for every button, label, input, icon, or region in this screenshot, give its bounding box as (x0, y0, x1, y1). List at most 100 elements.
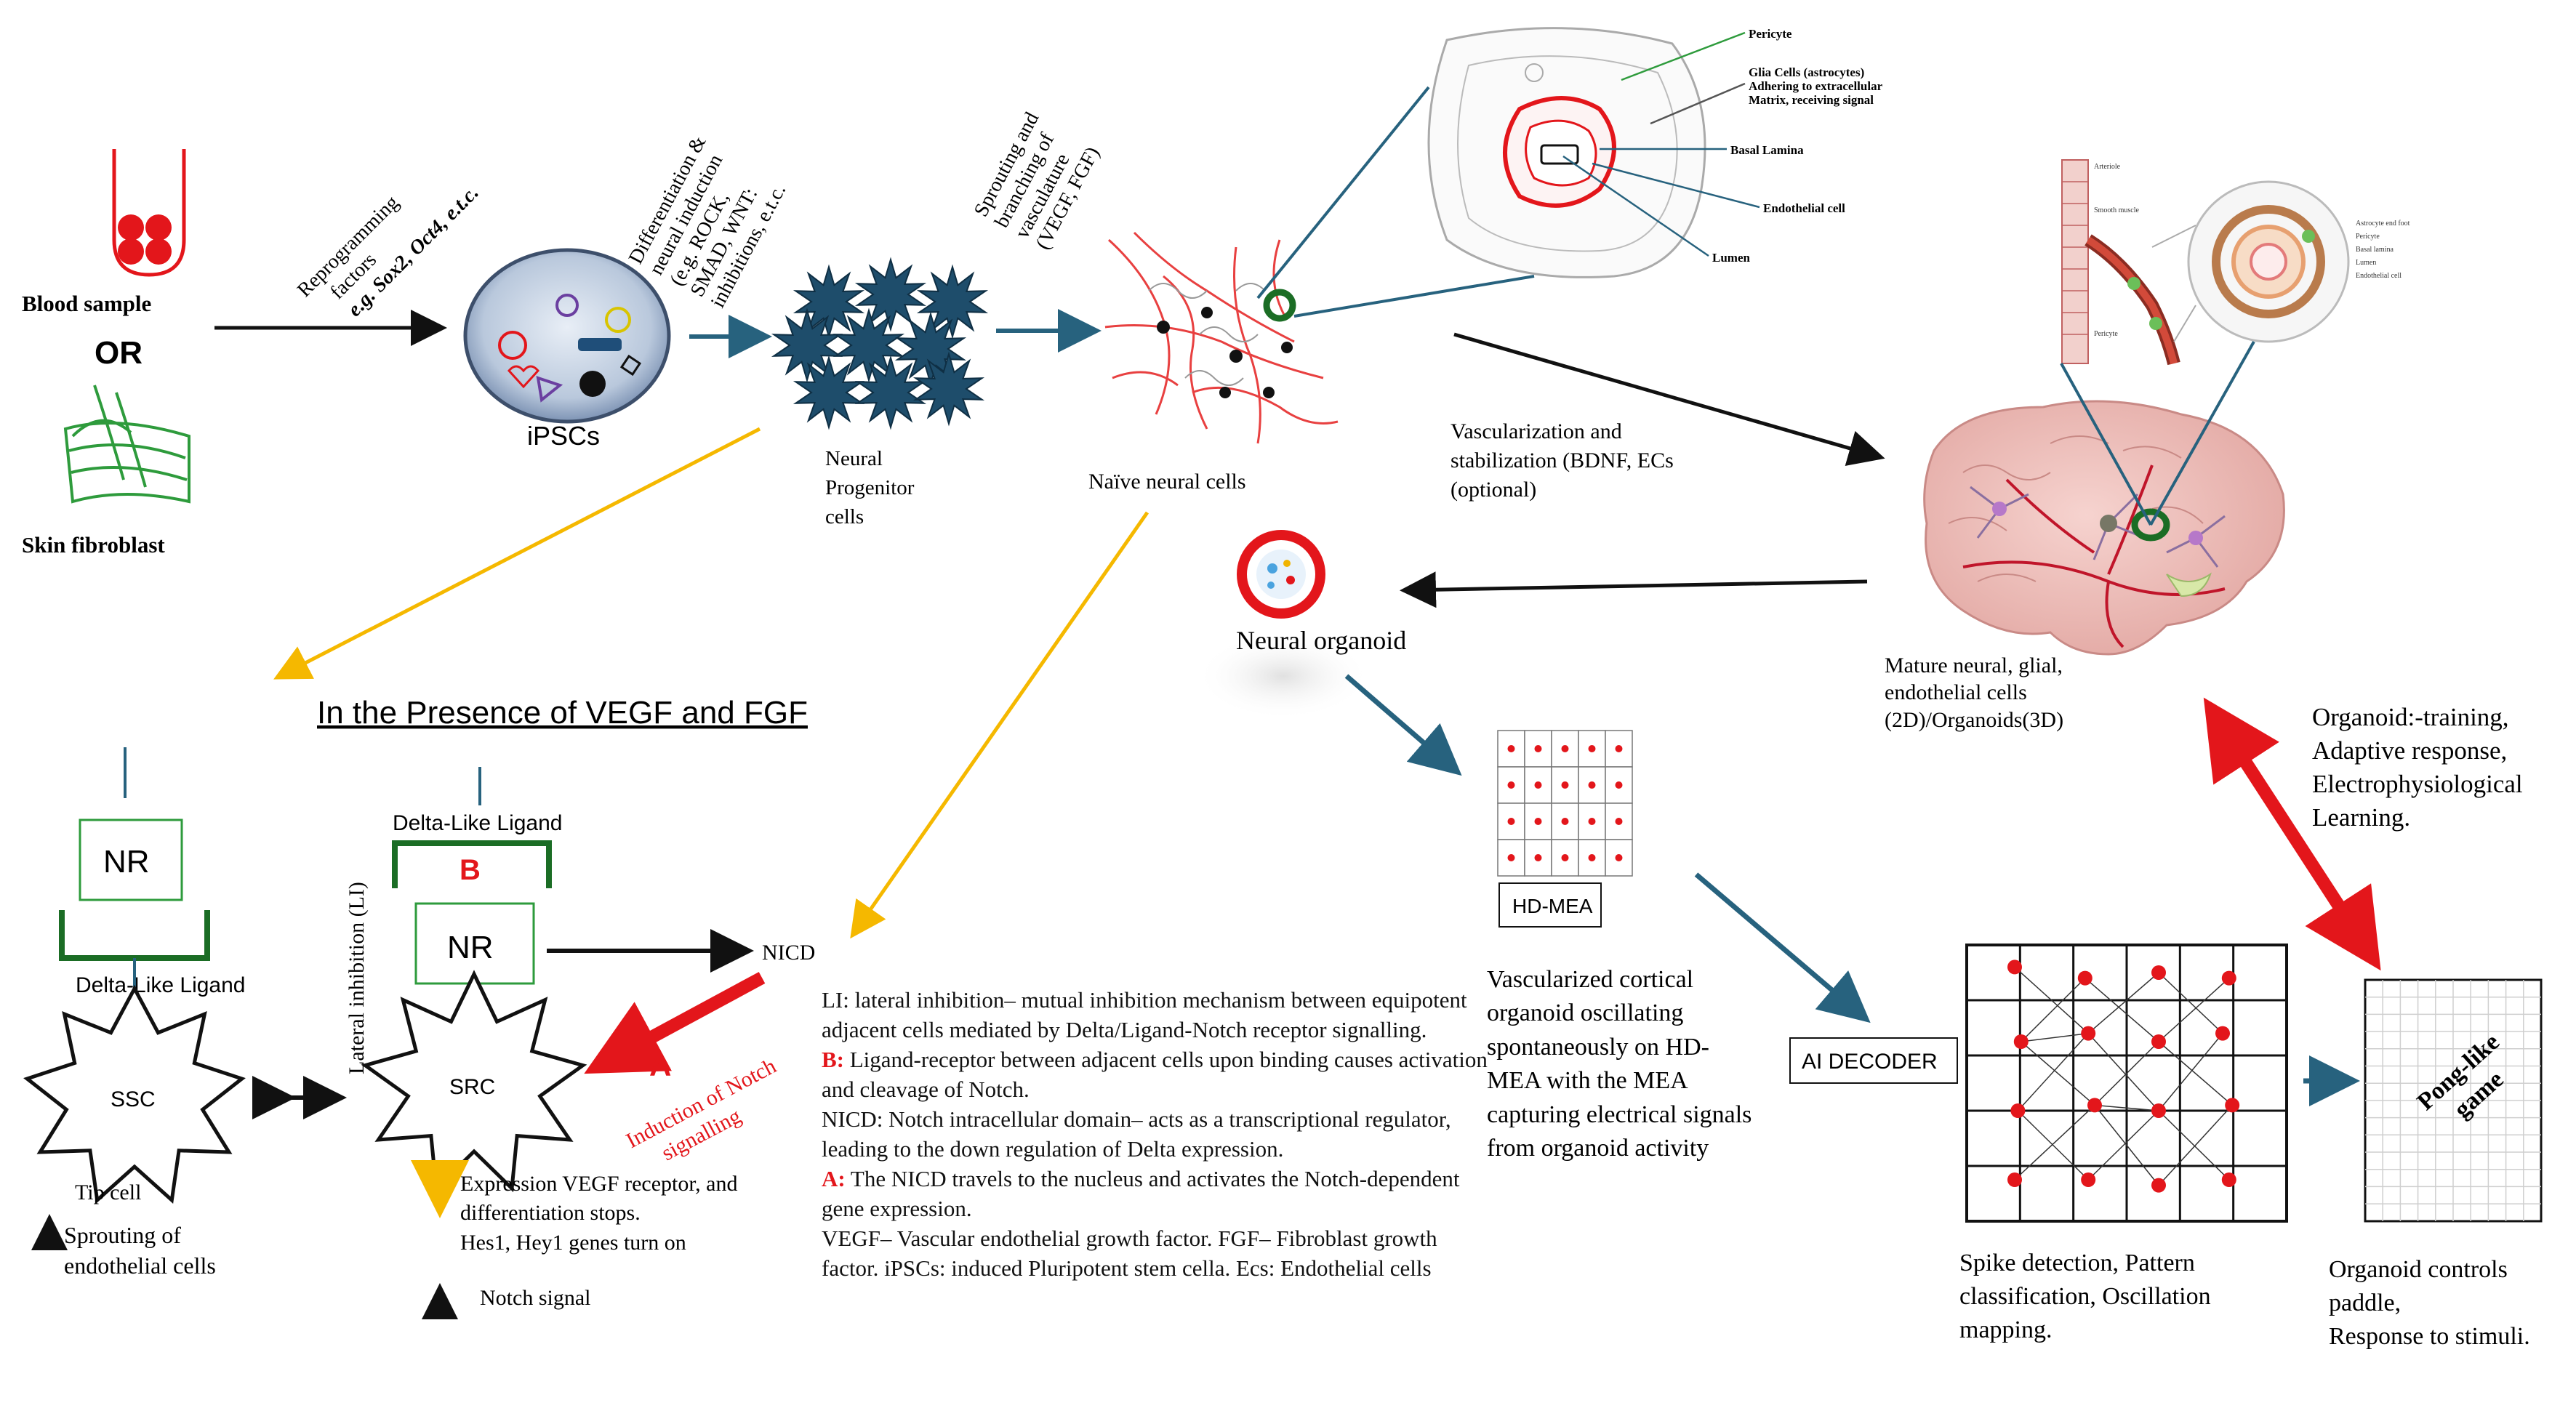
mea-electrode (1615, 818, 1623, 825)
progenitor-star-4 (832, 307, 905, 383)
svg-text:Endothelial cell: Endothelial cell (2356, 272, 2402, 280)
spike-node (2151, 1103, 2166, 1118)
mea-electrode (1588, 745, 1596, 752)
spike-node (2077, 970, 2093, 986)
svg-text:endothelial cells: endothelial cells (64, 1252, 216, 1279)
organoid-glow (1196, 632, 1371, 720)
svg-text:Spike detection, Pattern: Spike detection, Pattern (1959, 1250, 2195, 1276)
nicd-to-src-red-arrow (584, 972, 766, 1074)
svg-text:Pericyte: Pericyte (2356, 233, 2380, 241)
ipsc-cell-icon (463, 248, 671, 424)
training-double-arrow (2203, 697, 2381, 971)
spike-link (2094, 1104, 2159, 1111)
ai-decoder-box (1789, 1037, 1958, 1084)
vessel-callout-lines (1562, 31, 1760, 257)
svg-text:Hes1, Hey1 genes turn on: Hes1, Hey1 genes turn on (460, 1231, 686, 1255)
pong-game-icon (2364, 978, 2543, 1223)
b-label: B (460, 854, 481, 886)
src-cell-icon (361, 970, 587, 1193)
induction-label: Induction of Notch signalling (622, 1054, 780, 1165)
svg-text:(2D)/Organoids(3D): (2D)/Organoids(3D) (1885, 708, 2063, 732)
ligand-left-bracket (59, 910, 210, 961)
blood-sample-label: Blood sample (22, 291, 151, 316)
svg-text:spontaneously on HD-: spontaneously on HD- (1487, 1034, 1709, 1061)
spike-node (2007, 960, 2022, 975)
mea-electrode (1534, 818, 1542, 825)
spike-node (2225, 1098, 2240, 1113)
svg-text:Arteriole: Arteriole (2094, 163, 2121, 171)
spike-node (2221, 970, 2236, 986)
spike-link (2021, 978, 2086, 1042)
training-text: Organoid:-training, Adaptive response, E… (2312, 703, 2523, 832)
mature-cells-label: Mature neural, glial, endothelial cells … (1885, 653, 2063, 732)
svg-text:Learning.: Learning. (2312, 803, 2410, 832)
spike-node (2151, 965, 2166, 980)
svg-text:capturing electrical signals: capturing electrical signals (1487, 1101, 1752, 1128)
progenitor-star-3 (771, 307, 843, 383)
arteriole-detail-icon (2061, 159, 2350, 366)
note-b: B: Ligand-receptor between adjacent cell… (822, 1045, 1498, 1104)
progenitor-star-8 (912, 351, 985, 427)
spike-link (2014, 966, 2089, 1034)
mea-caption: Vascularized cortical organoid oscillati… (1487, 966, 1752, 1162)
svg-text:Vascularized cortical: Vascularized cortical (1487, 966, 1693, 993)
neural-progenitor-cells-icon (771, 257, 989, 430)
mea-electrode (1588, 781, 1596, 789)
game-caption: Organoid controls paddle, Response to st… (2329, 1256, 2530, 1350)
ligand-right-bracket (392, 840, 552, 888)
spike-link (2094, 1041, 2159, 1106)
brain-zoom-line-1 (2060, 363, 2152, 526)
svg-text:differentiation stops.: differentiation stops. (460, 1201, 641, 1225)
spike-node (2151, 1178, 2166, 1193)
svg-text:Pericyte: Pericyte (1749, 27, 1792, 41)
ai-decoder-label: AI DECODER (1802, 1050, 1938, 1074)
neural-organoid-icon (1237, 530, 1325, 619)
spike-link (2021, 1041, 2095, 1106)
note-nicd: NICD: Notch intracellular domain– acts a… (822, 1106, 1451, 1162)
naive-to-nicd-yellow-arrow (850, 511, 1149, 939)
skin-fibroblast-label: Skin fibroblast (22, 532, 165, 558)
spike-link (2014, 1104, 2095, 1180)
progenitor-star-2 (916, 264, 989, 339)
svg-text:MEA with the MEA: MEA with the MEA (1487, 1067, 1688, 1094)
svg-text:stabilization (BDNF, ECs: stabilization (BDNF, ECs (1450, 448, 1674, 472)
notch-signal-label: Notch signal (480, 1286, 590, 1310)
svg-text:Sprouting of: Sprouting of (64, 1222, 181, 1248)
note-a: A: The NICD travels to the nucleus and a… (822, 1164, 1498, 1223)
note-b-text: Ligand-receptor between adjacent cells u… (822, 1047, 1488, 1102)
svg-text:Vascularization and: Vascularization and (1450, 419, 1622, 443)
ipsc-label: iPSCs (527, 421, 600, 451)
organoid-to-mea-arrow (1344, 674, 1462, 776)
mea-cell (1551, 839, 1579, 877)
svg-text:(optional): (optional) (1450, 478, 1536, 502)
lateral-inhibition-label: Lateral inhibition (LI) (345, 882, 369, 1074)
spike-link (2087, 972, 2159, 1034)
svg-text:Glia Cells (astrocytes): Glia Cells (astrocytes) (1749, 65, 1864, 79)
mea-electrode (1534, 745, 1542, 752)
definitions-notes: LI: lateral inhibition– mutual inhibitio… (822, 985, 1498, 1283)
ligand-left-label: Delta-Like Ligand (76, 973, 245, 997)
svg-text:Matrix, receiving signal: Matrix, receiving signal (1749, 93, 1874, 107)
svg-text:Electrophysiological: Electrophysiological (2312, 770, 2523, 798)
svg-text:classification, Oscillation: classification, Oscillation (1959, 1283, 2211, 1310)
note-li: LI: lateral inhibition– mutual inhibitio… (822, 987, 1467, 1042)
mea-electrode (1534, 781, 1542, 789)
mea-electrode (1561, 854, 1569, 861)
mea-cell (1524, 839, 1552, 877)
spike-node (2087, 1098, 2102, 1113)
sprouting-endo-label: Sprouting of endothelial cells (64, 1222, 216, 1279)
note-abbrev: VEGF– Vascular endothelial growth factor… (822, 1226, 1437, 1281)
spike-link (2158, 972, 2223, 1034)
or-label: OR (95, 335, 143, 371)
mea-electrode (1507, 818, 1515, 825)
ligand-right-label: Delta-Like Ligand (393, 811, 562, 835)
mea-electrode (1561, 781, 1569, 789)
mea-electrode (1534, 854, 1542, 861)
spike-link (2017, 1110, 2089, 1180)
mea-electrode (1588, 854, 1596, 861)
mea-electrode (1507, 745, 1515, 752)
progenitor-star-1 (854, 257, 927, 332)
spike-link (2158, 1033, 2223, 1111)
svg-text:Endothelial cell: Endothelial cell (1763, 201, 1845, 215)
